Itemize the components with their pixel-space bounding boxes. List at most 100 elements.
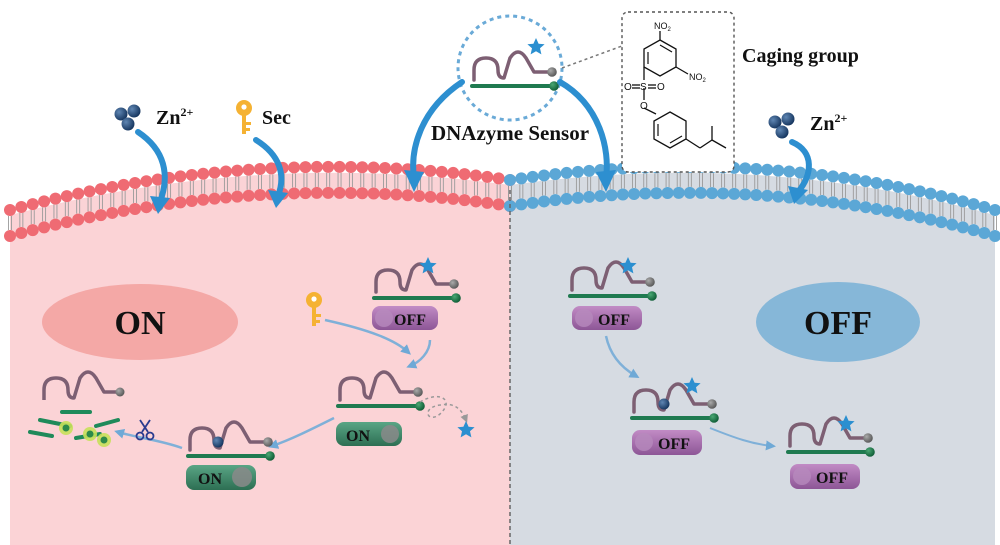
caging-label: Caging group [742,45,859,67]
left-lipid-head-outer [26,198,39,211]
left-lipid-head-outer [322,160,335,173]
left-lipid-head-inner [322,186,335,199]
svg-text:Zn2+: Zn2+ [810,111,847,135]
on-state-label: ON [115,305,166,342]
left-lipid-head-inner [106,206,119,219]
right-lipid-head-inner [717,187,730,200]
right-lipid-head-inner [827,196,840,209]
left-zn-bound-sensor: ON [186,420,277,490]
right-lipid-head-inner [870,203,883,215]
right-lipid-head-outer [560,166,573,179]
left-lipid-head-inner [401,189,414,202]
right-lipid-head-inner [728,187,741,200]
left-lipid-head-inner [254,189,266,201]
left-lipid-head-outer [83,185,96,198]
right-lipid-head-inner [805,193,818,206]
right-zn-caged-sensor: OFF [630,377,721,455]
right-lipid-head-outer [816,169,829,182]
right-lipid-head-inner [639,187,652,200]
left-lipid-head-outer [469,169,482,182]
right-lipid-head-outer [967,198,980,211]
left-lipid-head-inner [424,190,437,203]
left-lipid-head-inner [60,216,73,229]
left-lipid-head-inner [174,196,187,209]
left-lipid-head-inner [390,188,403,201]
left-lipid-head-outer [117,178,130,191]
left-lipid-head-inner [26,224,39,237]
left-lipid-head-outer [310,160,323,173]
zn-left-base: Zn [156,107,180,129]
left-lipid-head-outer [344,160,357,173]
right-lipid-head-inner [583,190,596,203]
left-uncaged-sensor: ON [336,370,427,446]
sensor-circle [456,14,564,122]
no2-mid-sub: 2 [703,78,707,84]
left-lipid-head-outer [174,170,187,183]
right-lipid-head-outer [827,170,840,183]
left-lipid-head-inner [333,186,346,199]
left-lipid-head-outer [242,163,255,176]
left-lipid-head-outer [15,201,28,214]
right-lipid-head-inner [989,230,1000,242]
right-lipid-head-outer [848,173,861,186]
left-lipid-head-outer [390,162,403,175]
left-lipid-head-outer [492,172,505,185]
left-lipid-head-inner [94,209,107,222]
left-lipid-head-outer [129,177,141,189]
right-lipid-head-outer [870,177,883,189]
right-lipid-head-outer [515,172,528,185]
left-lipid-head-inner [367,187,380,200]
left-lipid-head-outer [379,162,391,174]
left-lipid-head-inner [208,192,221,205]
sec-label: Sec [262,107,291,129]
mid-to-bottom-arrow [268,416,335,449]
oxygen-bottom: O [640,101,648,112]
right-lipid-head-outer [739,162,752,175]
right-lipid-head-inner [761,189,774,202]
off-ellipse [756,282,920,362]
right-lipid-head-outer [504,174,516,186]
oxygen-right: O [657,82,665,93]
sec-arrowhead [268,190,288,208]
zn-left-arrow [135,129,168,205]
no2-mid-base: NO [689,72,703,82]
right-lipid-head-inner [628,188,641,200]
left-on-mid-switch-label: ON [346,428,370,445]
left-lipid-head-outer [481,170,494,183]
left-lipid-head-inner [481,196,494,209]
left-lipid-head-inner [72,213,85,226]
left-cell [10,172,510,545]
oxygen-left: O [624,82,632,93]
right-caged-sensor-bottom: OFF [786,415,877,489]
scissors-icon [135,419,155,441]
left-lipid-head-outer [356,161,369,174]
right-mid-to-bottom-arrow [709,427,776,451]
left-lipid-head-outer [60,190,73,203]
uncage-arrow [406,339,432,369]
sensor-arrowhead-right [596,170,616,192]
right-lipid-head-inner [571,191,584,204]
cleaved-products [28,370,125,447]
right-lipid-head-inner [661,186,674,199]
left-lipid-head-inner [344,186,357,199]
zn-right-arrow [789,139,812,195]
zn-right-arrowhead [788,186,808,204]
sensor-arrow-right [557,79,610,181]
on-ellipse [42,284,238,360]
right-lipid-head-inner [515,198,528,211]
left-lipid-head-inner [469,195,482,208]
left-lipid-head-inner [4,230,16,242]
right-lipid-head-inner [594,189,607,202]
zn-right-sup: 2+ [834,111,847,125]
left-lipid-head-inner [49,218,62,231]
left-lipid-head-outer [185,169,198,182]
right-lipid-head-inner [605,189,618,202]
right-lipid-head-inner [946,218,959,231]
left-lipid-head-outer [458,168,471,181]
right-lipid-head-inner [848,199,861,212]
left-lipid-head-inner [242,189,255,202]
left-lipid-head-inner [310,186,323,199]
right-lipid-head-outer [924,187,937,200]
zn-cluster-left-icon [114,104,141,131]
left-lipid-head-outer [106,180,119,193]
